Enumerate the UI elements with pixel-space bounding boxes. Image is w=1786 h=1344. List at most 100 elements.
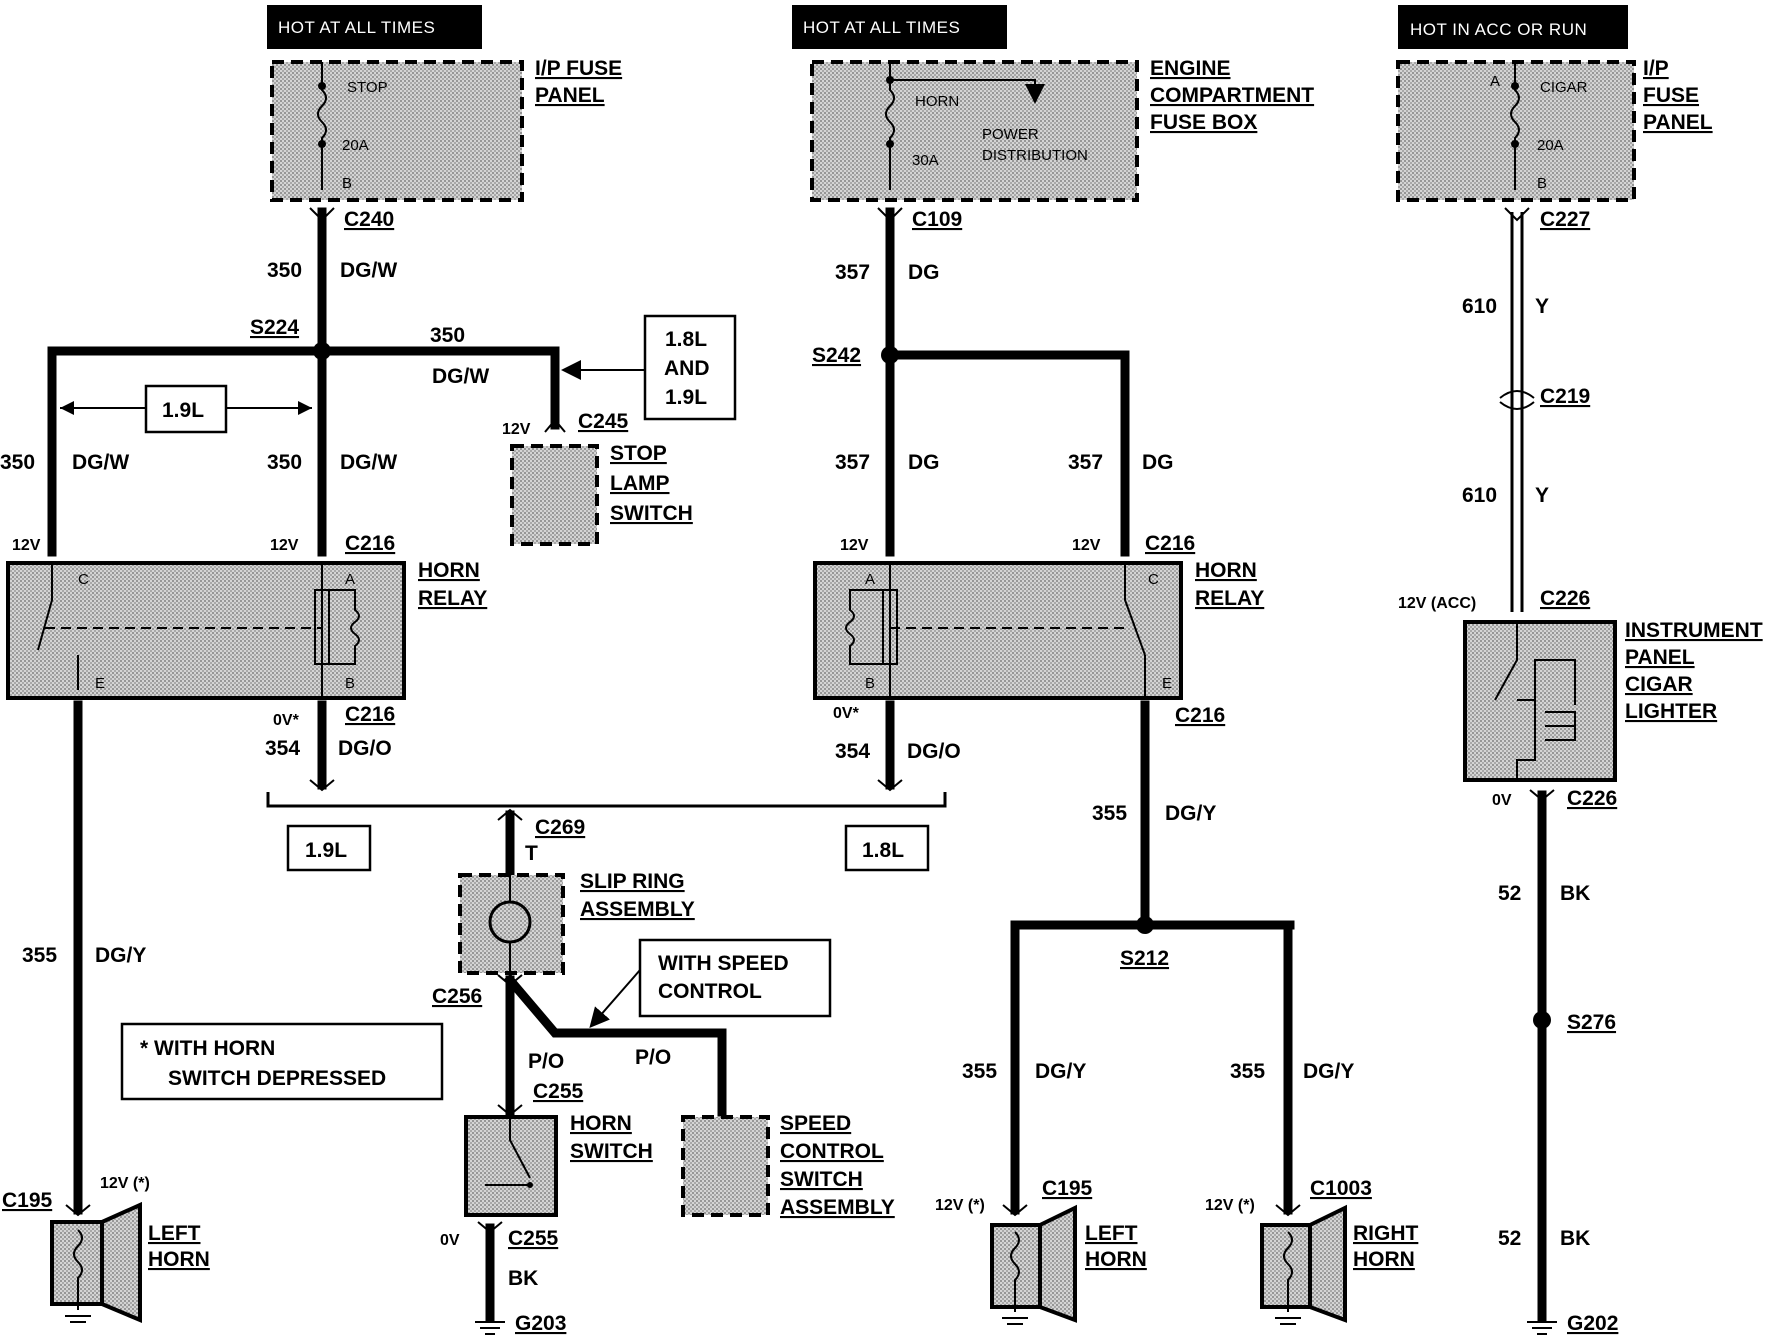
splice-s242: S242 xyxy=(812,344,861,367)
speed-control-switch-assembly: SPEED CONTROL SWITCH ASSEMBLY xyxy=(681,1112,895,1219)
svg-text:12V: 12V xyxy=(1072,537,1101,554)
svg-text:C: C xyxy=(1148,571,1159,588)
svg-text:A: A xyxy=(345,571,355,588)
svg-text:C226: C226 xyxy=(1540,587,1590,610)
wire-number-355: 355 xyxy=(962,1060,997,1083)
svg-text:B: B xyxy=(865,675,875,692)
wire-color-dg: DG xyxy=(908,451,940,474)
svg-text:1.9L: 1.9L xyxy=(665,386,707,409)
wire-number-354: 354 xyxy=(835,740,870,763)
svg-text:E: E xyxy=(95,675,105,692)
svg-text:1.9L: 1.9L xyxy=(305,839,347,862)
wire-color-bk: BK xyxy=(1560,882,1590,905)
svg-text:CONTROL: CONTROL xyxy=(658,980,762,1003)
wire-color-y: Y xyxy=(1535,484,1549,507)
svg-text:SWITCH: SWITCH xyxy=(610,502,693,525)
svg-text:HOT AT ALL TIMES: HOT AT ALL TIMES xyxy=(278,18,435,37)
svg-text:RELAY: RELAY xyxy=(1195,587,1264,610)
wire-color-bk: BK xyxy=(508,1267,538,1290)
svg-text:HORN: HORN xyxy=(1195,559,1257,582)
svg-text:12V (*): 12V (*) xyxy=(935,1197,985,1214)
wire-t-c269 xyxy=(497,808,523,880)
wire-color-dgw: DG/W xyxy=(432,365,489,388)
wire-number-350: 350 xyxy=(0,451,35,474)
wire-number-350: 350 xyxy=(430,324,465,347)
svg-text:PANEL: PANEL xyxy=(1643,111,1713,134)
connector-c216: C216 xyxy=(1175,704,1225,727)
wire-color-y: Y xyxy=(1535,295,1549,318)
wire-number-357: 357 xyxy=(835,261,870,284)
wire-color-dgo: DG/O xyxy=(338,737,392,760)
ground-g203: G203 xyxy=(515,1312,566,1335)
engine-19l-span: 1.9L xyxy=(60,384,312,434)
svg-text:LAMP: LAMP xyxy=(610,472,670,495)
svg-text:I/P FUSE: I/P FUSE xyxy=(535,57,622,80)
wire-number-610: 610 xyxy=(1462,295,1497,318)
wire-354-dgo-left xyxy=(309,700,335,792)
svg-text:FUSE: FUSE xyxy=(1643,84,1699,107)
svg-text:A: A xyxy=(865,571,875,588)
right-horn: C1003 12V (*) RIGHT HORN xyxy=(1205,1177,1419,1325)
svg-text:PANEL: PANEL xyxy=(1625,646,1695,669)
svg-text:SWITCH: SWITCH xyxy=(570,1140,653,1163)
engines-18-19-note: 1.8L AND 1.9L xyxy=(561,314,737,421)
svg-text:POWER: POWER xyxy=(982,126,1039,143)
wire-color-dg: DG xyxy=(908,261,940,284)
left-horn-1: C195 12V (*) LEFT HORN xyxy=(2,1175,210,1324)
svg-text:RIGHT: RIGHT xyxy=(1353,1222,1419,1245)
svg-text:B: B xyxy=(345,675,355,692)
header-hot-at-all-times-left: HOT AT ALL TIMES xyxy=(267,5,482,49)
ip-fuse-panel-left: STOP 20A B I/P FUSE PANEL xyxy=(270,57,622,202)
svg-text:DISTRIBUTION: DISTRIBUTION xyxy=(982,147,1088,164)
svg-text:ASSEMBLY: ASSEMBLY xyxy=(580,898,695,921)
svg-text:A: A xyxy=(1490,73,1500,90)
stop-lamp-switch: 12V C245 STOP LAMP SWITCH xyxy=(502,410,693,546)
svg-text:COMPARTMENT: COMPARTMENT xyxy=(1150,84,1314,107)
wire-color-dgy: DG/Y xyxy=(95,944,146,967)
svg-text:B: B xyxy=(342,175,352,192)
wire-number-355: 355 xyxy=(1092,802,1127,825)
svg-text:HORN: HORN xyxy=(148,1248,210,1271)
horn-switch: HORN SWITCH xyxy=(464,1112,653,1217)
svg-text:I/P: I/P xyxy=(1643,57,1669,80)
svg-text:SWITCH: SWITCH xyxy=(780,1168,863,1191)
wire-number-52: 52 xyxy=(1498,882,1521,905)
wire-color-bk: BK xyxy=(1560,1227,1590,1250)
svg-text:* WITH HORN: * WITH HORN xyxy=(140,1037,275,1060)
wire-number-354: 354 xyxy=(265,737,300,760)
horn-depressed-note: * WITH HORN SWITCH DEPRESSED xyxy=(120,1022,444,1101)
svg-text:12V: 12V xyxy=(840,537,869,554)
svg-text:HORN: HORN xyxy=(418,559,480,582)
wire-357-dg xyxy=(877,207,1130,557)
svg-text:WITH SPEED: WITH SPEED xyxy=(658,952,789,975)
svg-text:STOP: STOP xyxy=(347,79,388,96)
splice-s212: S212 xyxy=(1120,947,1169,970)
slip-ring-assembly: SLIP RING ASSEMBLY xyxy=(458,870,695,975)
speed-control-note: WITH SPEED CONTROL xyxy=(589,938,832,1029)
svg-text:LEFT: LEFT xyxy=(1085,1222,1138,1245)
svg-text:12V: 12V xyxy=(270,537,299,554)
horn-relay-left: 12V 12V C216 C A B E HORN RELAY xyxy=(6,532,487,700)
svg-text:12V: 12V xyxy=(12,537,41,554)
wire-355-dgy-left-horn xyxy=(65,700,91,1217)
svg-text:SPEED: SPEED xyxy=(780,1112,851,1135)
connector-c255: C255 xyxy=(508,1227,559,1250)
splice-s276: S276 xyxy=(1567,1011,1616,1034)
svg-text:ASSEMBLY: ASSEMBLY xyxy=(780,1196,895,1219)
svg-text:FUSE BOX: FUSE BOX xyxy=(1150,111,1257,134)
svg-text:C1003: C1003 xyxy=(1310,1177,1372,1200)
svg-text:12V (*): 12V (*) xyxy=(100,1175,150,1192)
svg-text:C195: C195 xyxy=(1042,1177,1093,1200)
connector-c255: C255 xyxy=(533,1080,584,1103)
wire-number-350: 350 xyxy=(267,259,302,282)
voltage-0v: 0V xyxy=(1492,792,1512,809)
left-horn-2: C195 12V (*) LEFT HORN xyxy=(935,1177,1147,1325)
wire-number-52: 52 xyxy=(1498,1227,1521,1250)
engine-compartment-fuse-box: HORN 30A POWER DISTRIBUTION ENGINE COMPA… xyxy=(810,57,1314,202)
svg-text:LIGHTER: LIGHTER xyxy=(1625,700,1717,723)
svg-text:20A: 20A xyxy=(1537,137,1564,154)
svg-text:CIGAR: CIGAR xyxy=(1625,673,1693,696)
wire-number-610: 610 xyxy=(1462,484,1497,507)
svg-text:1.8L: 1.8L xyxy=(862,839,904,862)
wire-color-po: P/O xyxy=(528,1050,564,1073)
